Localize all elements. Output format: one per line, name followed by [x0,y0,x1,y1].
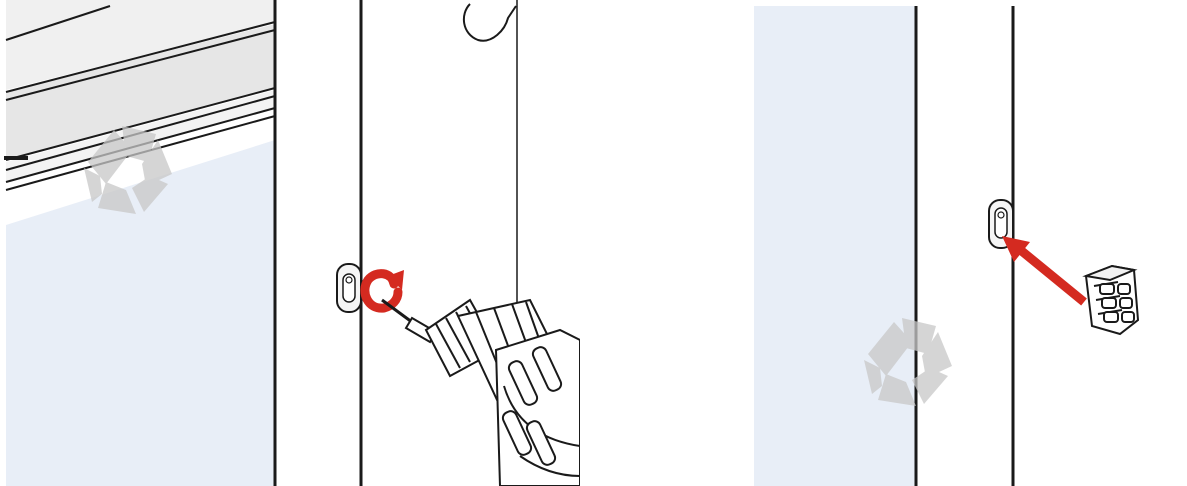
watermark-logo-icon [864,318,952,406]
watermark-logo-icon [84,126,172,214]
window-glass [754,6,916,486]
rotation-arrow-icon [360,269,404,313]
window-glass [6,140,275,486]
insert-arrow-icon [1002,236,1087,306]
step-cap-drawing [754,6,1140,486]
cover-cap-icon [1082,264,1140,336]
step-cap-panel [600,0,1187,486]
window-handle [462,3,517,42]
step-drill-panel [0,0,580,486]
wall-bracket-icon [988,199,1014,249]
power-drill-icon [381,298,580,486]
wall-bracket-icon [336,263,362,313]
step-drill-drawing [4,0,580,486]
